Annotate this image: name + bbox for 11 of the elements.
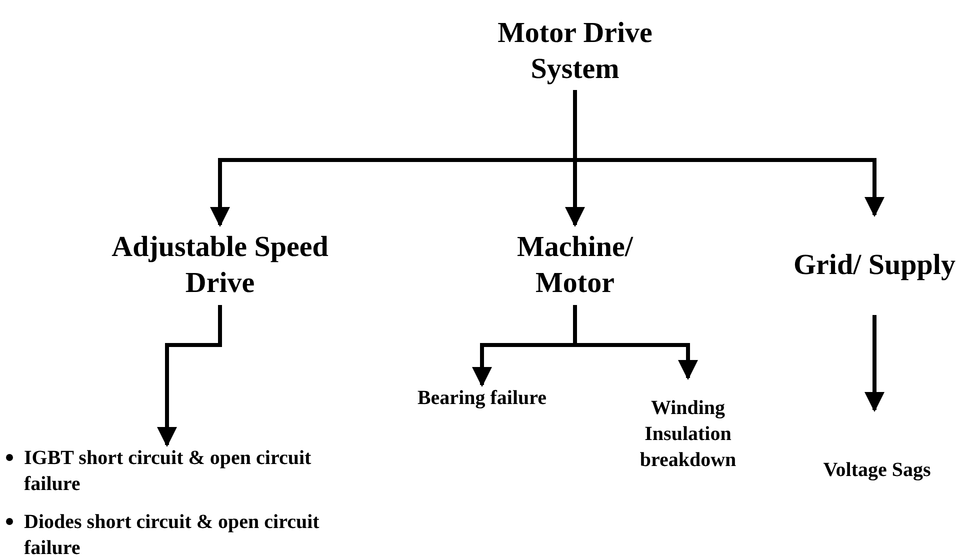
root-title: Motor Drive System [496, 16, 654, 87]
node-label: Voltage Sags [823, 458, 931, 483]
list-item-text: Diodes short circuit & open circuit failure [24, 511, 320, 559]
arrow [864, 315, 884, 412]
node-label: Adjustable Speed Drive [110, 230, 330, 301]
node-label: Machine/ Motor [516, 230, 634, 301]
node-label: Winding Insulation breakdown [638, 396, 738, 473]
list-item-text: IGBT short circuit & open circuit failure [24, 447, 312, 495]
node-label: Bearing failure [417, 386, 547, 411]
arrow [157, 305, 222, 447]
node-label: Grid/ Supply [794, 248, 956, 283]
